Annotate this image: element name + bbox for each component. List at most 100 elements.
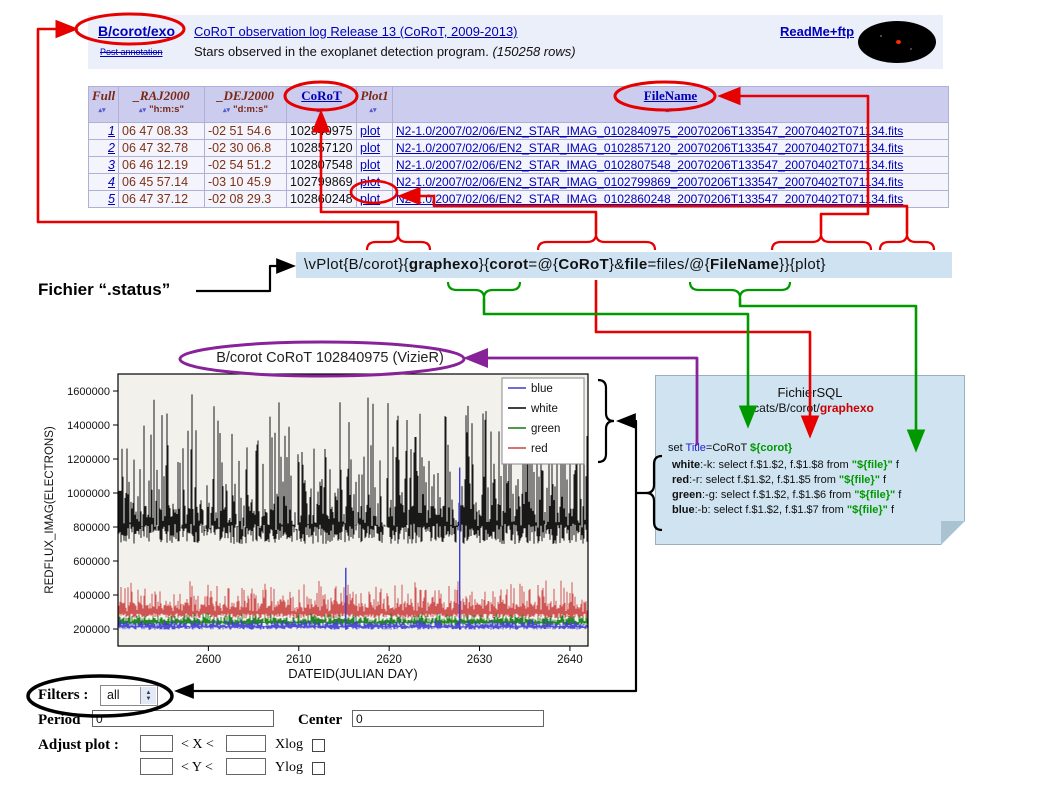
fold-corner [941,521,965,545]
svg-text:200000: 200000 [73,624,110,636]
x-max-input[interactable] [226,735,266,752]
sort-icon[interactable]: ▴▾ [316,107,324,114]
sort-icon[interactable]: ▴▾ [139,107,147,114]
x-axis-label: DATEID(JULIAN DAY) [288,666,418,681]
sql-select-line: white:-k: select f.$1.$2, f.$1.$8 from "… [672,459,899,471]
svg-text:1200000: 1200000 [67,454,110,466]
ra-cell: 06 45 57.14 [118,173,205,191]
svg-text:2630: 2630 [467,654,493,666]
filename-cell: N2-1.0/2007/02/06/EN2_STAR_IMAG_01028571… [392,139,949,157]
arrow-status-to-command [196,258,296,293]
plot-link[interactable]: plot [360,141,381,155]
readme-ftp-link[interactable]: ReadMe+ftp [780,24,855,39]
svg-text:1400000: 1400000 [67,420,110,432]
sql-note-path: ~cats/B/corot/graphexo [656,401,964,415]
target-star-dot [896,40,901,44]
field-star-dot [880,35,882,37]
column-header-label: _RAJ2000 [133,88,190,103]
plot-link[interactable]: plot [360,124,381,138]
catalog-description: Stars observed in the exoplanet detectio… [194,44,576,59]
select-stepper[interactable]: ▲ ▼ [140,687,156,704]
xlog-label: Xlog [275,737,303,752]
ra-cell: 06 47 08.33 [118,122,205,140]
sort-icon[interactable]: ▴▾ [98,107,106,114]
dec-cell: -02 08 29.3 [204,190,287,208]
column-header-_RAJ2000[interactable]: _RAJ2000▴▾"h:m:s" [118,86,205,123]
y-max-input[interactable] [226,758,266,775]
svg-text:green: green [531,423,560,435]
filename-link[interactable]: N2-1.0/2007/02/06/EN2_STAR_IMAG_01028075… [396,158,904,172]
y-min-input[interactable] [140,758,173,775]
filename-link[interactable]: N2-1.0/2007/02/06/EN2_STAR_IMAG_01027998… [396,175,904,189]
command-segment: FileName [710,256,780,273]
column-header-sub: ▴▾"h:m:s" [122,104,201,116]
period-input[interactable] [92,710,274,727]
column-header-label: Plot1 [360,88,389,103]
unit-label: "h:m:s" [149,104,184,115]
sql-select-line: green:-g: select f.$1.$2, f.$1.$6 from "… [672,489,902,501]
svg-text:2620: 2620 [376,654,402,666]
column-header-CoRoT[interactable]: CoRoT ▴▾ [286,86,357,123]
row-index-link[interactable]: 1 [108,124,115,138]
column-header-Full[interactable]: Full▴▾ [88,86,119,123]
plot-link[interactable]: plot [360,175,381,189]
sort-icon[interactable]: ▴▾ [665,107,673,114]
column-header-_DEJ2000[interactable]: _DEJ2000▴▾"d:m:s" [204,86,287,123]
svg-text:1600000: 1600000 [67,386,110,398]
column-header-Plot1[interactable]: Plot1 ▴▾ [356,86,393,123]
sql-set-val: =CoRoT [705,442,751,454]
row-index-link[interactable]: 2 [108,141,115,155]
center-input[interactable] [352,710,544,727]
column-header-label: FileName [643,88,698,103]
filename-link[interactable]: N2-1.0/2007/02/06/EN2_STAR_IMAG_01028571… [396,141,904,155]
catalog-link[interactable]: B/corot/exo [98,23,176,39]
column-header-label: CoRoT [301,88,342,103]
row-index-link[interactable]: 3 [108,158,115,172]
column-header-label: _DEJ2000 [216,88,275,103]
svg-text:600000: 600000 [73,556,110,568]
sql-set-kw: set [668,442,686,454]
xlog-checkbox[interactable] [312,739,325,752]
full-cell: 4 [88,173,119,191]
sort-icon[interactable]: ▴▾ [223,107,231,114]
column-header-sub: ▴▾"d:m:s" [208,104,283,116]
column-header-FileName[interactable]: FileName ▴▾ [392,86,949,123]
x-min-input[interactable] [140,735,173,752]
sql-series-name: blue [672,504,695,516]
full-cell: 1 [88,122,119,140]
filename-cell: N2-1.0/2007/02/06/EN2_STAR_IMAG_01027998… [392,173,949,191]
brace-graphexo [446,281,522,299]
release-link[interactable]: CoRoT observation log Release 13 (CoRoT,… [194,24,518,39]
row-index-link[interactable]: 4 [108,175,115,189]
dec-cell: -02 30 06.8 [204,139,287,157]
plot-link[interactable]: plot [360,158,381,172]
svg-text:400000: 400000 [73,590,110,602]
column-header-sub: ▴▾ [92,104,115,116]
svg-text:2600: 2600 [196,654,222,666]
sql-file-var: "${file}" [851,459,893,471]
sort-icon[interactable]: ▴▾ [369,107,377,114]
row-index-link[interactable]: 5 [108,192,115,206]
ylog-checkbox[interactable] [312,762,325,775]
filename-link[interactable]: N2-1.0/2007/02/06/EN2_STAR_IMAG_01028602… [396,192,904,206]
corot-id-cell: 102807548 [286,156,357,174]
filters-select[interactable]: all ▲ ▼ [100,685,158,706]
filters-label: Filters : [38,687,89,703]
y-range-label: < Y < [181,760,213,775]
center-label: Center [298,712,343,728]
plot-cell: plot [356,139,393,157]
filename-link[interactable]: N2-1.0/2007/02/06/EN2_STAR_IMAG_01028409… [396,124,904,138]
arrow-sql-to-legend [616,413,646,495]
plot-link[interactable]: plot [360,192,381,206]
sql-set-key: Title [685,442,706,454]
command-segment: corot [489,256,529,273]
post-annotation-link[interactable]: Post annotation [100,47,163,57]
svg-text:white: white [530,403,558,415]
corot-id-cell: 102840975 [286,122,357,140]
status-file-label: Fichier “.status” [38,280,171,299]
plot-cell: plot [356,190,393,208]
